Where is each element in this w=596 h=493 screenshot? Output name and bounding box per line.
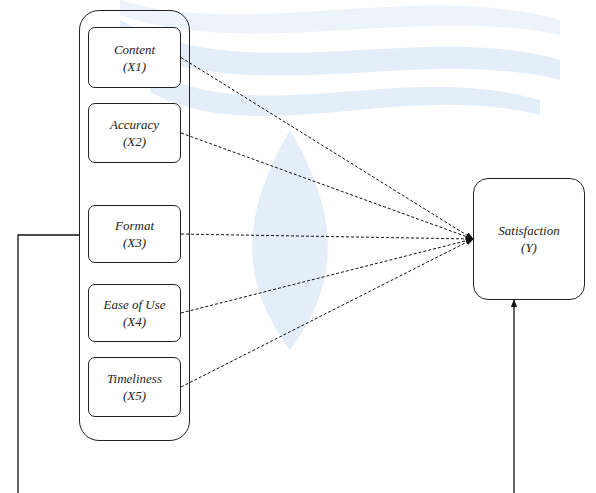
variable-box: Content(X1) [88, 27, 181, 88]
outcome-box: Satisfaction(Y) [473, 178, 585, 300]
variable-code: (X3) [123, 234, 146, 251]
variable-box: Timeliness(X5) [88, 357, 181, 417]
variable-code: (Y) [521, 239, 537, 256]
node-title: Satisfaction [498, 222, 559, 239]
dashed-arrow [181, 133, 473, 239]
watermark-wave [120, 0, 560, 35]
dashed-arrow [181, 239, 473, 313]
variable-code: (X4) [123, 313, 146, 330]
variable-code: (X5) [123, 387, 146, 404]
dashed-arrow [181, 58, 473, 240]
variable-code: (X1) [123, 58, 146, 75]
variable-box: Format(X3) [88, 205, 181, 263]
node-title: Content [114, 41, 155, 58]
solid-arrow [18, 235, 514, 493]
watermark-wave [150, 70, 540, 116]
variable-box: Ease of Use(X4) [88, 284, 181, 342]
variable-code: (X2) [123, 133, 146, 150]
node-title: Format [115, 217, 154, 234]
node-title: Ease of Use [103, 296, 165, 313]
dashed-arrow [181, 234, 473, 239]
dashed-arrow [181, 239, 473, 387]
variable-box: Accuracy(X2) [88, 103, 181, 163]
node-title: Accuracy [110, 116, 159, 133]
node-title: Timeliness [107, 370, 162, 387]
group-frame: Content(X1) Accuracy(X2) Format(X3) Ease of… [79, 10, 190, 441]
